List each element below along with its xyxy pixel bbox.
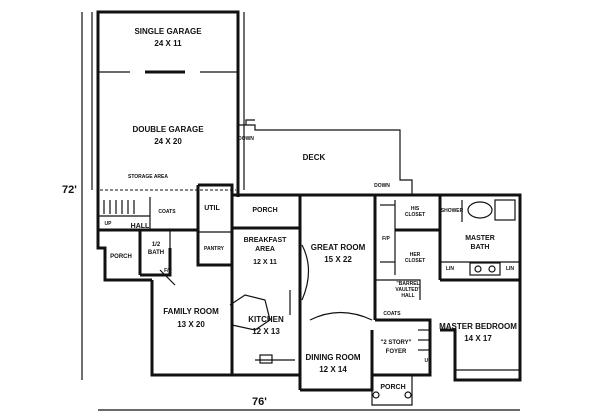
single-garage-size: 24 X 11 [154,39,182,48]
coats-label-left: COATS [158,209,176,215]
master-bath-line2: BATH [471,244,490,251]
kitchen-walls [229,193,300,377]
down-label-left: DOWN [238,136,254,142]
double-garage-size: 24 X 20 [154,137,182,146]
pantry-label: PANTRY [204,246,225,252]
porch-upper-label: PORCH [252,207,277,214]
dimension-marks [81,12,520,411]
breakfast-line1: BREAKFAST [244,237,288,244]
deck-outline [238,119,413,195]
master-suite-walls [440,193,522,382]
master-bedroom-label: MASTER BEDROOM [439,322,517,331]
width-dimension: 76' [252,396,267,408]
fp-left-label: F/P [164,268,172,274]
barrel-line1: "BARREL [396,281,419,287]
master-bath-label: MASTER BATH [465,235,495,251]
dining-room-label: DINING ROOM [305,353,360,362]
shower-label: SHOWER [441,208,464,214]
down-label-right: DOWN [374,183,390,189]
family-room-size: 13 X 20 [177,320,205,329]
half-bath-line1: 1/2 [152,242,161,248]
front-porch-label: PORCH [380,384,405,391]
storage-label: STORAGE AREA [128,174,168,180]
porch-left-label: PORCH [110,254,132,260]
her-closet-line2: CLOSET [405,258,425,264]
his-closet-line1: HIS [411,206,420,212]
great-room-size: 15 X 22 [324,255,352,264]
family-room-label: FAMILY ROOM [163,307,219,316]
kitchen-size: 12 X 13 [252,327,280,336]
hall-label: HALL [131,223,150,230]
breakfast-label: BREAKFAST AREA [244,237,288,253]
master-bath-line1: MASTER [465,235,495,242]
his-closet-line2: CLOSET [405,212,425,218]
single-garage-label: SINGLE GARAGE [134,27,202,36]
left-wing-walls [96,183,234,282]
breakfast-line2: AREA [255,246,275,253]
coats-label-right: COATS [383,311,401,317]
breakfast-size: 12 X 11 [253,259,277,266]
dining-room-size: 12 X 14 [319,365,347,374]
her-closet-line1: HER [410,252,421,258]
barrel-line3: HALL [401,293,414,299]
foyer-label: "2 STORY" FOYER [380,340,411,355]
garage-walls [91,10,245,197]
foyer-line1: "2 STORY" [380,340,411,346]
front-porch [371,375,413,406]
lin-label-1: LIN [446,266,454,272]
master-bedroom-size: 14 X 17 [464,334,492,343]
double-garage-label: DOUBLE GARAGE [132,125,204,134]
foyer-line2: FOYER [386,349,407,355]
depth-dimension: 72' [62,184,77,196]
lin-label-2: LIN [506,266,514,272]
great-room-label: GREAT ROOM [311,243,366,252]
util-label: UTIL [204,205,220,212]
deck-label: DECK [303,153,326,162]
up-label-left: UP [105,221,113,227]
family-room-walls [150,265,234,377]
fp-right-label: F/P [382,236,390,242]
barrel-line2: VAULTED" [395,287,421,293]
half-bath-line2: BATH [148,250,164,256]
up-label-right: UP [425,358,433,364]
kitchen-label: KITCHEN [248,315,284,324]
